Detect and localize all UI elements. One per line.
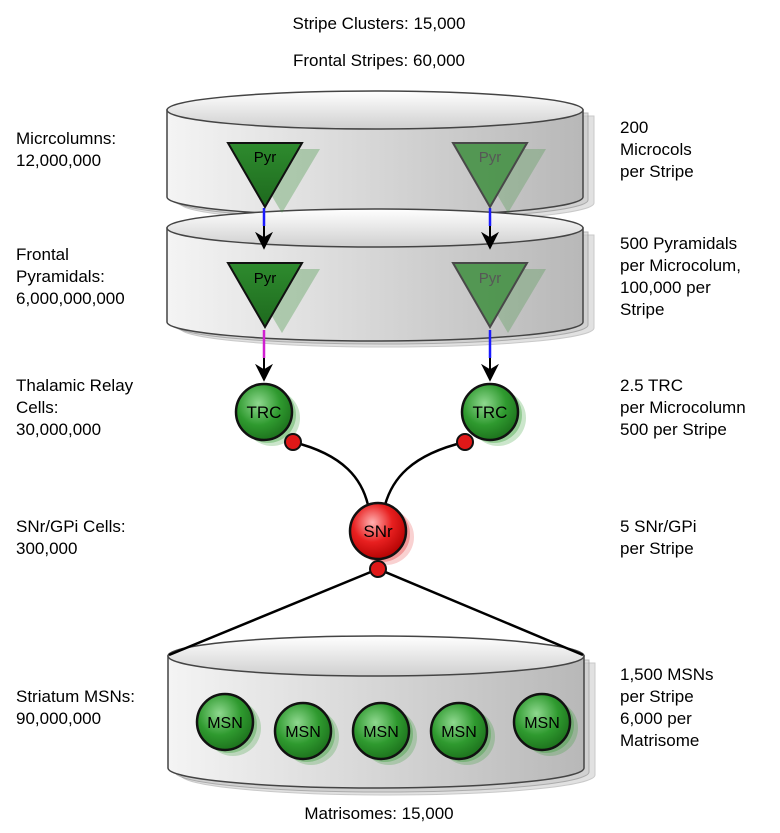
pyr-label: Pyr <box>254 270 277 287</box>
snr-count-label: SNr/GPi Cells:300,000 <box>16 517 126 558</box>
pyr-neuron-left-top: Pyr <box>226 142 320 213</box>
trc-cell-left: TRC <box>234 382 302 451</box>
frontal-stripes-label: Frontal Stripes: 60,000 <box>293 51 465 70</box>
msn-cell: MSN <box>351 701 417 765</box>
striatum-count-label: Striatum MSNs:90,000,000 <box>16 687 136 728</box>
matrisomes-label: Matrisomes: 15,000 <box>304 804 454 823</box>
connections <box>168 440 584 657</box>
msn-cell: MSN <box>273 701 339 765</box>
snr-label: SNr <box>363 522 393 541</box>
microcolumns-count-label: Micrcolumns:12,000,000 <box>16 129 117 170</box>
pyr-neuron-left-bottom: Pyr <box>226 262 320 333</box>
svg-text:MSN: MSN <box>441 724 477 741</box>
snr-cell: SNr <box>348 501 414 578</box>
msn-cell: MSN <box>195 692 261 756</box>
arrows <box>255 208 499 382</box>
msn-cell: MSN <box>512 692 578 756</box>
svg-text:MSN: MSN <box>285 724 321 741</box>
trc-label: TRC <box>473 403 508 422</box>
stripe-clusters-label: Stripe Clusters: 15,000 <box>292 14 466 33</box>
msn-cells: MSN MSN MSN MSN MSN <box>195 692 578 765</box>
trc-label: TRC <box>247 403 282 422</box>
pyr-neuron-right-top: Pyr <box>451 142 546 213</box>
svg-text:MSN: MSN <box>363 724 399 741</box>
trc-cell-right: TRC <box>456 382 526 451</box>
msn-cell: MSN <box>429 701 495 765</box>
pyr-label: Pyr <box>479 270 502 287</box>
pyr-label: Pyr <box>254 149 277 166</box>
svg-text:MSN: MSN <box>207 715 243 732</box>
svg-text:MSN: MSN <box>524 715 560 732</box>
pyr-neuron-right-bottom: Pyr <box>451 262 546 333</box>
pyr-label: Pyr <box>479 149 502 166</box>
